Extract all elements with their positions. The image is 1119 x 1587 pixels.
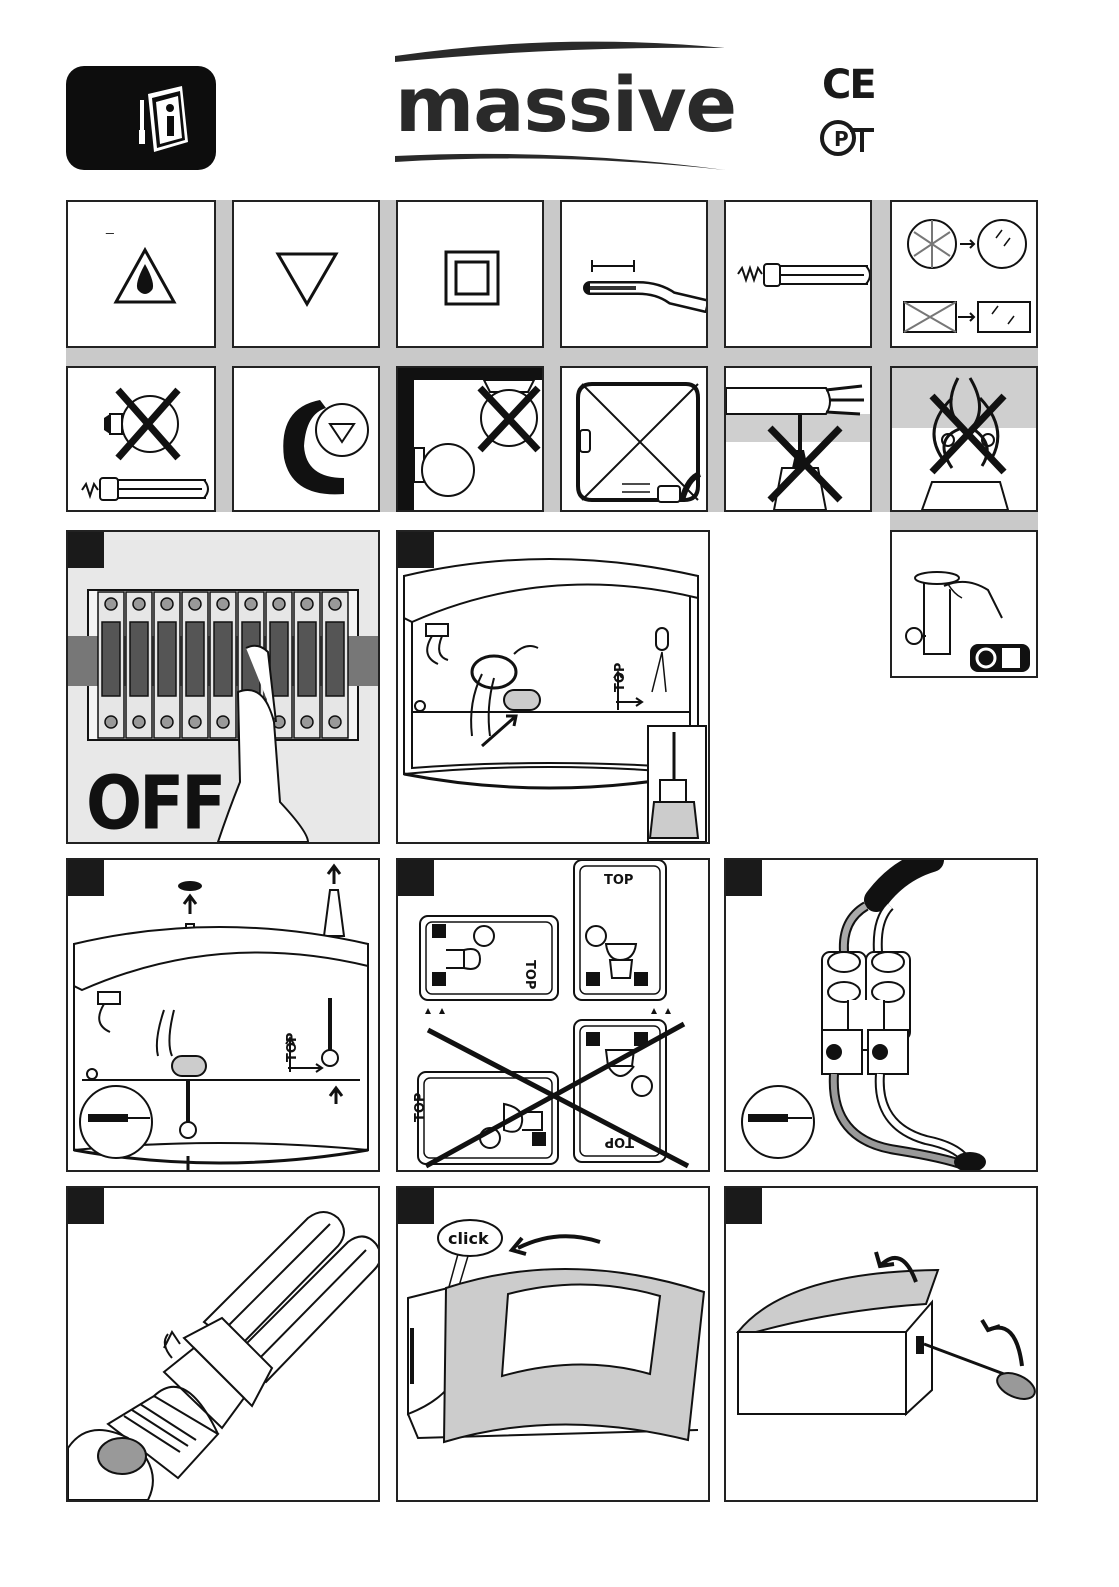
breaker-screw xyxy=(301,716,313,728)
breaker-toggle xyxy=(214,622,232,696)
breaker-screw xyxy=(161,716,173,728)
breaker-screw xyxy=(133,716,145,728)
svg-text:P: P xyxy=(834,127,849,151)
breaker-screw xyxy=(189,598,201,610)
min-distance-spot-icon xyxy=(234,368,378,510)
click-cover-illustration: click xyxy=(398,1188,708,1500)
insert-lamp-illustration xyxy=(68,1188,378,1500)
click-label: click xyxy=(448,1229,489,1248)
breaker-screw xyxy=(301,598,313,610)
breaker-toggle xyxy=(186,622,204,696)
no-cable-icon xyxy=(562,368,706,510)
off-label: OFF xyxy=(86,760,223,844)
symbol-drip-proof: _ xyxy=(66,200,216,348)
step-2-template: TOP xyxy=(396,530,710,844)
mounting-screws-illustration: TOP xyxy=(68,860,378,1170)
breaker-toggle xyxy=(130,622,148,696)
row-divider xyxy=(890,512,1038,530)
orientation-illustration: TOP TOP TOP TOP xyxy=(398,860,708,1170)
col-divider xyxy=(544,200,560,512)
symbol-triangle xyxy=(232,200,380,348)
manual-info-badge xyxy=(66,66,216,170)
symbol-min-distance xyxy=(232,366,380,512)
breaker-screw xyxy=(105,598,117,610)
breaker-screw xyxy=(329,716,341,728)
breaker-toggle xyxy=(326,622,344,696)
symbol-no-cable xyxy=(560,366,708,512)
open-box-illustration xyxy=(726,1188,1036,1500)
symbol-no-hanging-chain xyxy=(890,366,1038,512)
col-divider xyxy=(872,200,890,512)
step-1-switch-off: OFF xyxy=(66,530,380,844)
no-cover-object-icon xyxy=(398,368,542,510)
breaker-screw xyxy=(329,598,341,610)
care-cleaning-panel xyxy=(890,530,1038,678)
breaker-toggle xyxy=(298,622,316,696)
symbol-replace-glass xyxy=(890,200,1038,348)
breaker-screw xyxy=(105,716,117,728)
info-manual-icon xyxy=(66,66,216,170)
symbol-no-drill-on-cable xyxy=(724,366,872,512)
breaker-toggle xyxy=(158,622,176,696)
no-hanging-chain-icon xyxy=(892,368,1036,510)
breaker-screw xyxy=(189,716,201,728)
no-drill-on-cable-icon xyxy=(726,368,870,510)
top-label: TOP xyxy=(285,1033,300,1062)
breaker-screw xyxy=(161,598,173,610)
breaker-screw xyxy=(133,598,145,610)
breaker-toggle xyxy=(102,622,120,696)
terminal-block-illustration xyxy=(726,860,1036,1170)
clean-with-cloth-icon xyxy=(892,532,1036,676)
no-incandescent-bulb-icon xyxy=(68,368,214,510)
breaker-screw xyxy=(217,716,229,728)
mounting-box-open-illustration: TOP xyxy=(398,532,708,842)
breaker-screw xyxy=(273,598,285,610)
breaker-screw xyxy=(217,598,229,610)
ce-mark: CE xyxy=(822,62,875,108)
breaker-screw xyxy=(245,598,257,610)
symbol-energy-lamp xyxy=(724,200,872,348)
energy-saving-lamp-icon xyxy=(726,202,870,346)
brand-name: massive xyxy=(395,60,725,150)
symbol-wire-strip xyxy=(560,200,708,348)
symbol-no-incandescent xyxy=(66,366,216,512)
triangle-icon xyxy=(234,202,378,346)
drip-proof-triangle-icon xyxy=(68,202,214,346)
top-label: TOP xyxy=(613,663,628,692)
pct-mark-icon: P xyxy=(820,118,880,158)
step-4-orientation: TOP TOP TOP TOP xyxy=(396,858,710,1172)
wire-strip-length-icon xyxy=(562,202,706,346)
double-insulated-square-icon xyxy=(398,202,542,346)
step-8-open-box xyxy=(724,1186,1038,1502)
top-label: TOP xyxy=(413,1093,428,1122)
symbol-no-cover xyxy=(396,366,544,512)
replace-broken-glass-icon xyxy=(892,202,1036,346)
step-3-mount: TOP xyxy=(66,858,380,1172)
top-label: TOP xyxy=(604,873,633,888)
col-divider xyxy=(380,200,396,512)
brand-logo: massive xyxy=(395,40,725,172)
step-6-insert-lamp xyxy=(66,1186,380,1502)
step-7-attach-cover: click xyxy=(396,1186,710,1502)
top-label: TOP xyxy=(522,960,537,989)
step-5-wiring xyxy=(724,858,1038,1172)
symbol-double-insulated xyxy=(396,200,544,348)
